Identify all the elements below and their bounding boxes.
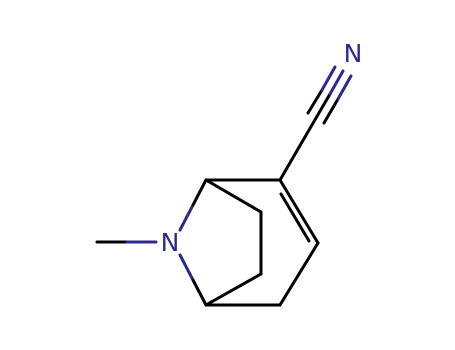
n-c5-bond-nitrogen-half xyxy=(178,253,195,282)
n-c1-bond-nitrogen-half xyxy=(178,203,195,232)
n-c1-bond-carbon-half xyxy=(191,178,208,207)
c6-c5-bond xyxy=(204,272,263,307)
cn-triple-bond-left-nitrogen-half xyxy=(320,65,337,92)
nitrile-nitrogen-label: N xyxy=(344,39,363,68)
c2-c3-double-bond-inner xyxy=(279,192,311,243)
cn-triple-bond-left-carbon-half xyxy=(306,88,324,115)
cn-triple-bond-right-carbon-half xyxy=(322,97,340,125)
cn-triple-bond-center-carbon-half xyxy=(314,92,332,120)
c1-c7-bond xyxy=(204,178,263,214)
c2-c3-bond xyxy=(278,178,320,245)
n-c5-bond-carbon-half xyxy=(191,278,208,307)
cn-triple-bond-center-nitrogen-half xyxy=(328,69,345,96)
amine-nitrogen-label: N xyxy=(161,228,180,257)
cn-triple-bond-right-nitrogen-half xyxy=(336,74,353,101)
c3-c4-bond xyxy=(278,241,320,307)
c2-cn-bond xyxy=(278,116,318,182)
